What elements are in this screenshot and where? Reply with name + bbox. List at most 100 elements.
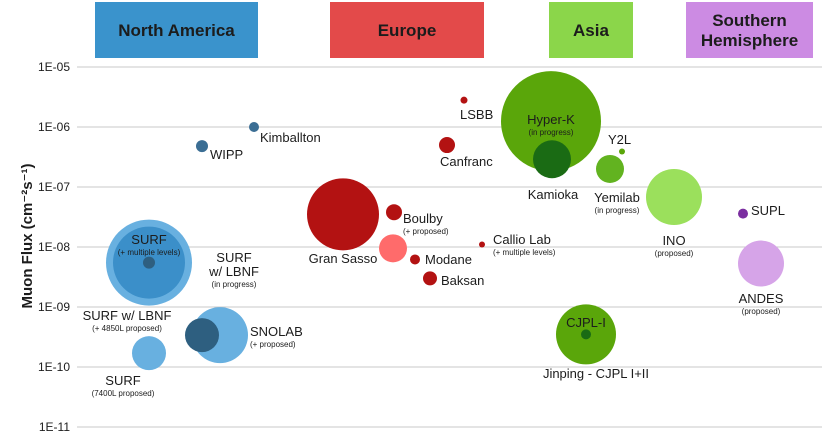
lab-label-wipp: WIPP xyxy=(210,147,243,162)
lab-label-supl: SUPL xyxy=(751,203,785,218)
lab-note: (7400L proposed) xyxy=(92,389,155,398)
lab-label-ino: INO(proposed) xyxy=(655,233,694,258)
y-tick-label: 1E-07 xyxy=(38,180,70,194)
lab-note: (in progress) xyxy=(529,128,574,137)
region-header-box xyxy=(549,2,633,58)
region-header-box xyxy=(95,2,258,58)
y-axis-label: Muon Flux (cm⁻²s⁻¹) xyxy=(19,164,36,309)
bubble-kamioka xyxy=(533,140,571,179)
bubble-snolab xyxy=(185,318,219,353)
lab-label-hyper-k: Hyper-K(in progress) xyxy=(527,112,575,137)
region-header-box xyxy=(330,2,484,58)
bubble-canfranc xyxy=(439,137,455,154)
lab-label-kamioka: Kamioka xyxy=(528,187,579,202)
lab-label-jinping-cjpl-i-ii: Jinping - CJPL I+II xyxy=(543,366,649,381)
y-tick-label: 1E-06 xyxy=(38,120,70,134)
bubble-wipp xyxy=(196,140,208,153)
lab-note: (+ proposed) xyxy=(403,227,449,236)
bubble-modane xyxy=(410,254,420,265)
bubble-surf xyxy=(132,336,166,371)
lab-name: ANDES xyxy=(739,291,784,306)
region-header-label: North America xyxy=(118,21,235,40)
bubble-baksan xyxy=(423,271,437,286)
lab-name: Canfranc xyxy=(440,154,493,169)
lab-name: SUPL xyxy=(751,203,785,218)
bubble-hyper-k xyxy=(501,71,601,172)
lab-name: w/ LBNF xyxy=(208,264,259,279)
bubble-modane xyxy=(379,234,407,263)
bubble-lsbb xyxy=(460,96,468,104)
lab-label-surf: SURF(7400L proposed) xyxy=(92,373,155,398)
bubble-ino xyxy=(646,169,702,226)
region-header-europe: Europe xyxy=(330,2,484,58)
y-tick-label: 1E-08 xyxy=(38,240,70,254)
bubble-callio-lab xyxy=(479,241,485,248)
bubble-cjpl-i xyxy=(581,329,591,340)
y-tick-label: 1E-10 xyxy=(38,360,70,374)
lab-label-cjpl-i: CJPL-I xyxy=(566,315,606,330)
region-headers: North America Europe Asia SouthernHemispher… xyxy=(95,2,813,58)
region-header-asia: Asia xyxy=(549,2,633,58)
lab-name: Y2L xyxy=(608,132,631,147)
y-tick-label: 1E-05 xyxy=(38,60,70,74)
lab-label-yemilab: Yemilab(in progress) xyxy=(594,190,640,215)
region-header-label: Hemisphere xyxy=(701,31,798,50)
lab-note: (proposed) xyxy=(655,249,694,258)
lab-name: Baksan xyxy=(441,273,484,288)
lab-note: (+ multiple levels) xyxy=(118,248,181,257)
lab-name: Modane xyxy=(425,252,472,267)
region-header-box xyxy=(686,2,813,58)
lab-name: INO xyxy=(662,233,685,248)
lab-name: Yemilab xyxy=(594,190,640,205)
lab-note: (in progress) xyxy=(212,280,257,289)
y-tick-labels: 1E-05 1E-06 1E-07 1E-08 1E-09 1E-10 1E-11 xyxy=(38,60,70,434)
gridlines xyxy=(77,66,822,428)
lab-name: Boulby xyxy=(403,211,443,226)
lab-label-andes: ANDES(proposed) xyxy=(739,291,784,316)
lab-name: SURF xyxy=(131,232,166,247)
lab-label-surf: SURF(+ multiple levels) xyxy=(118,232,181,257)
lab-name: WIPP xyxy=(210,147,243,162)
lab-label-baksan: Baksan xyxy=(441,273,484,288)
lab-note: (+ proposed) xyxy=(250,340,296,349)
lab-label-snolab: SNOLAB(+ proposed) xyxy=(250,324,303,349)
lab-name: Kamioka xyxy=(528,187,579,202)
bubble-gran-sasso xyxy=(307,178,379,251)
lab-bubbles xyxy=(106,71,784,371)
lab-note: (+ multiple levels) xyxy=(493,248,556,257)
lab-name: CJPL-I xyxy=(566,315,606,330)
lab-label-gran-sasso: Gran Sasso xyxy=(309,251,378,266)
lab-note: (in progress) xyxy=(595,206,640,215)
bubble-supl xyxy=(738,208,748,219)
lab-name: Kimballton xyxy=(260,130,321,145)
bubble-boulby xyxy=(386,204,402,221)
bubble-yemilab xyxy=(596,154,624,183)
region-header-label: Southern xyxy=(712,11,787,30)
lab-label-modane: Modane xyxy=(425,252,472,267)
lab-label-boulby: Boulby(+ proposed) xyxy=(403,211,449,236)
lab-note: (+ 4850L proposed) xyxy=(92,324,162,333)
lab-name: LSBB xyxy=(460,107,493,122)
region-header-label: Europe xyxy=(378,21,437,40)
lab-name: SURF xyxy=(216,250,251,265)
lab-label-surf-w-lbnf: SURF w/ LBNF(+ 4850L proposed) xyxy=(83,308,172,333)
y-tick-label: 1E-11 xyxy=(39,420,70,434)
lab-name: Callio Lab xyxy=(493,232,551,247)
bubble-andes xyxy=(738,240,784,287)
bubble-surf-w-lbnf xyxy=(143,256,155,269)
bubble-y2l xyxy=(619,148,625,155)
lab-name: SURF w/ LBNF xyxy=(83,308,172,323)
lab-label-canfranc: Canfranc xyxy=(440,154,493,169)
region-header-label: Asia xyxy=(573,21,609,40)
lab-label-kimballton: Kimballton xyxy=(260,130,321,145)
lab-label-y2l: Y2L xyxy=(608,132,631,147)
y-tick-label: 1E-09 xyxy=(38,300,70,314)
region-header-north-america: North America xyxy=(95,2,258,58)
lab-name: Gran Sasso xyxy=(309,251,378,266)
lab-name: SURF xyxy=(105,373,140,388)
lab-label-callio-lab: Callio Lab(+ multiple levels) xyxy=(493,232,556,257)
